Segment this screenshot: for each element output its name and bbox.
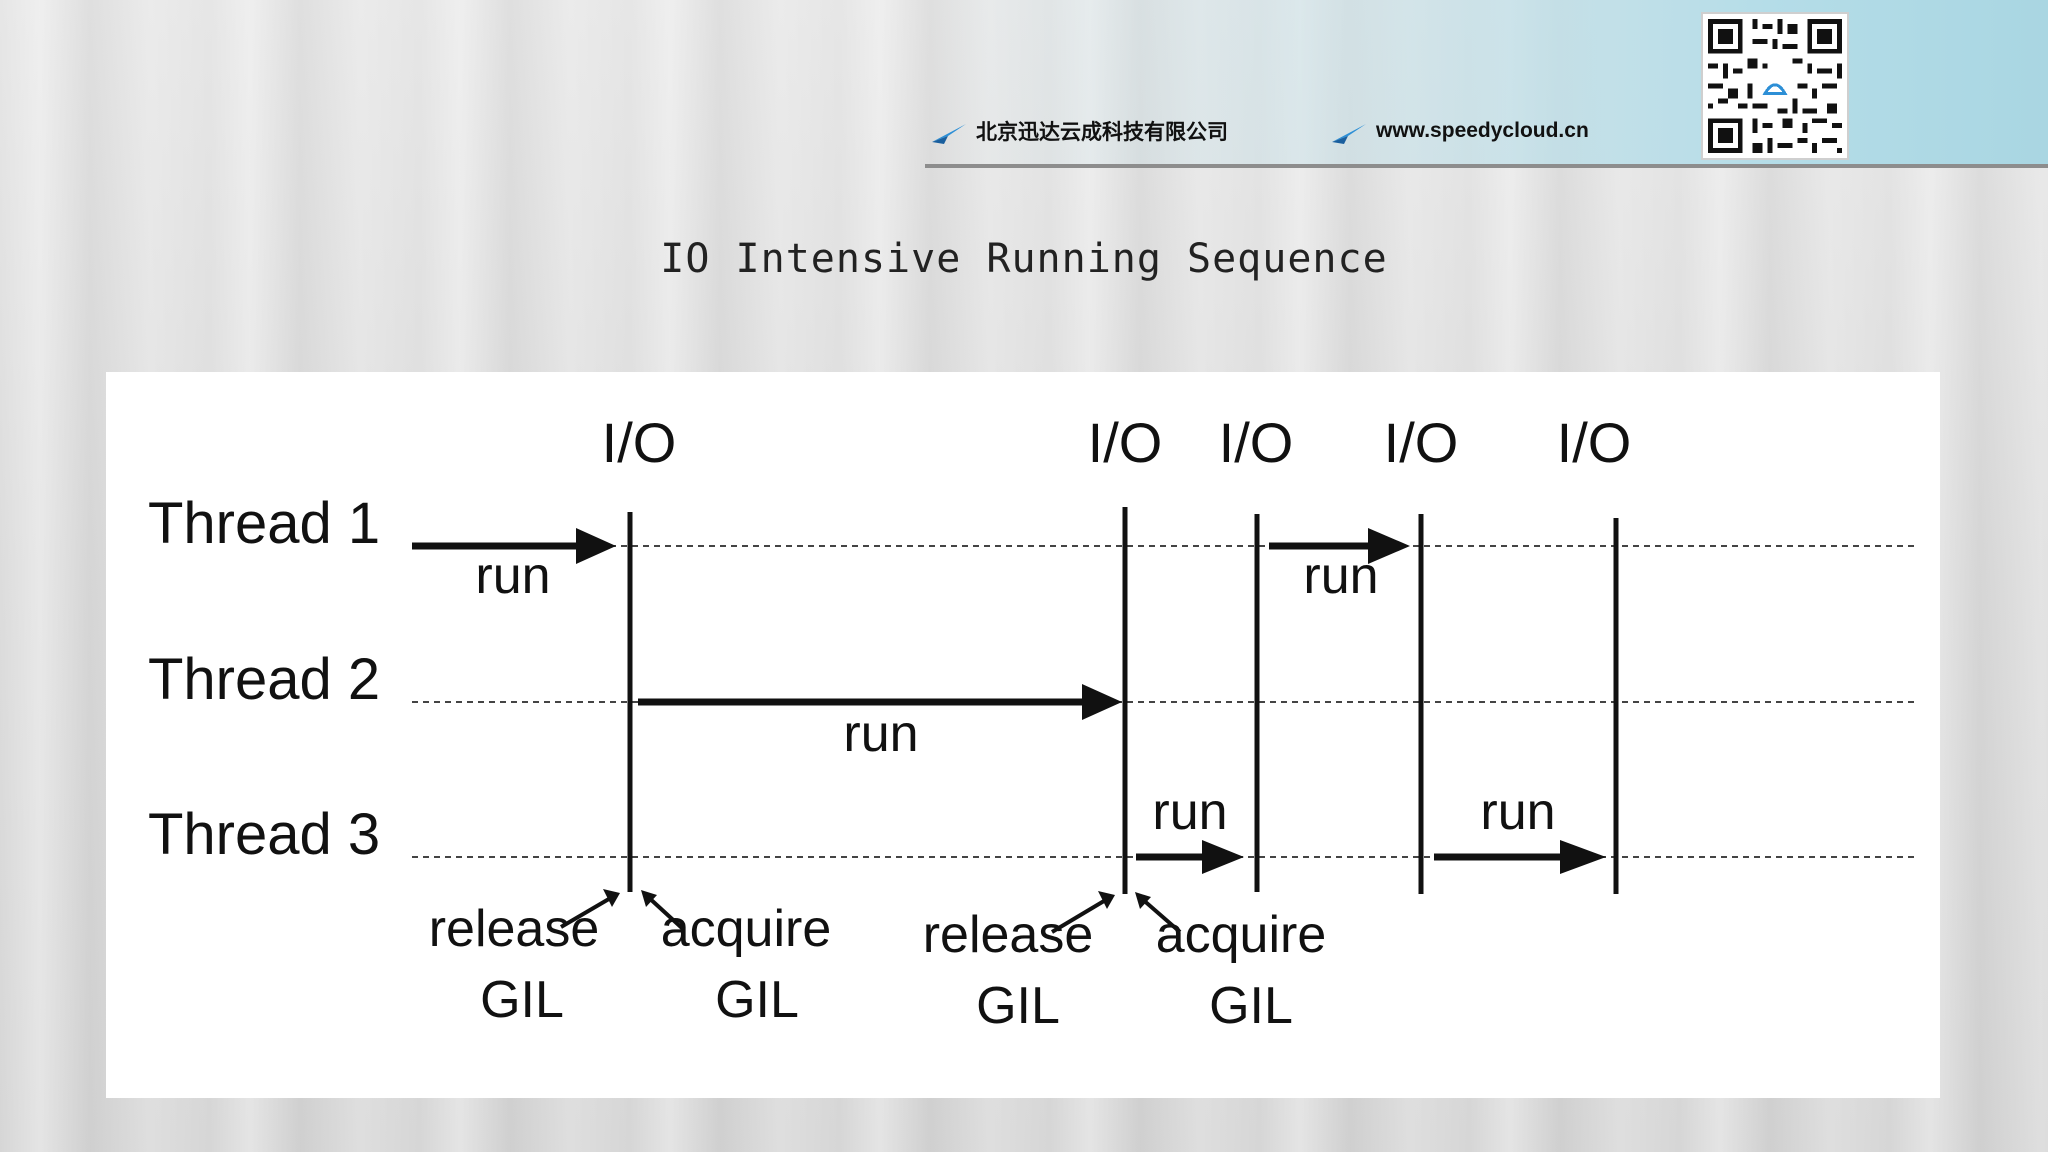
gil-annotation-4-line2: GIL — [1209, 977, 1293, 1035]
slide-title: IO Intensive Running Sequence — [660, 236, 1388, 282]
header-divider — [925, 164, 2048, 168]
io-label-1: I/O — [602, 411, 677, 474]
website-link[interactable]: www.speedycloud.cn — [1376, 119, 1589, 142]
run-arrow-thread-3-a — [1136, 840, 1244, 874]
run-arrow-thread-1-b — [1269, 528, 1410, 564]
run-label-thread-1-a: run — [475, 547, 550, 605]
io-label-2: I/O — [1088, 411, 1163, 474]
arrow-icon — [1332, 124, 1366, 144]
company-info: 北京迅达云成科技有限公司 — [930, 113, 1228, 149]
thread-label-3: Thread 3 — [148, 802, 380, 867]
gil-sequence-diagram: Thread 1 Thread 2 Thread 3 I/O I/O I/O I… — [148, 411, 1918, 1035]
io-label-3: I/O — [1219, 411, 1294, 474]
company-name: 北京迅达云成科技有限公司 — [976, 121, 1228, 144]
gil-annotation-2-line1: acquire — [661, 900, 832, 958]
gil-annotation-3-line1: release — [923, 906, 1094, 964]
run-label-thread-1-b: run — [1303, 547, 1378, 605]
gil-annotation-1-line1: release — [429, 900, 600, 958]
release-gil-pointer-2 — [1050, 891, 1115, 934]
diagram-card: Thread 1 Thread 2 Thread 3 I/O I/O I/O I… — [106, 372, 1940, 1098]
arrow-icon — [932, 124, 966, 144]
gil-annotation-4-line1: acquire — [1156, 906, 1327, 964]
io-label-4: I/O — [1384, 411, 1459, 474]
release-gil-pointer-1 — [559, 889, 620, 929]
gil-annotation-2-line2: GIL — [715, 971, 799, 1029]
gil-annotation-3-line2: GIL — [976, 977, 1060, 1035]
run-label-thread-2: run — [843, 705, 918, 763]
thread-label-1: Thread 1 — [148, 491, 380, 556]
io-label-5: I/O — [1557, 411, 1632, 474]
run-arrow-thread-1-a — [412, 528, 616, 564]
qr-code-icon — [1701, 12, 1849, 160]
gil-annotation-1-line2: GIL — [480, 971, 564, 1029]
run-arrow-thread-3-b — [1434, 840, 1606, 874]
acquire-gil-pointer-2 — [1135, 892, 1182, 934]
header-band — [925, 0, 2048, 166]
run-label-thread-3-b: run — [1480, 783, 1555, 841]
run-arrow-thread-2 — [638, 684, 1122, 720]
run-label-thread-3-a: run — [1152, 783, 1227, 841]
website-info[interactable]: www.speedycloud.cn — [1330, 113, 1589, 149]
acquire-gil-pointer-1 — [641, 890, 685, 931]
thread-label-2: Thread 2 — [148, 647, 380, 712]
